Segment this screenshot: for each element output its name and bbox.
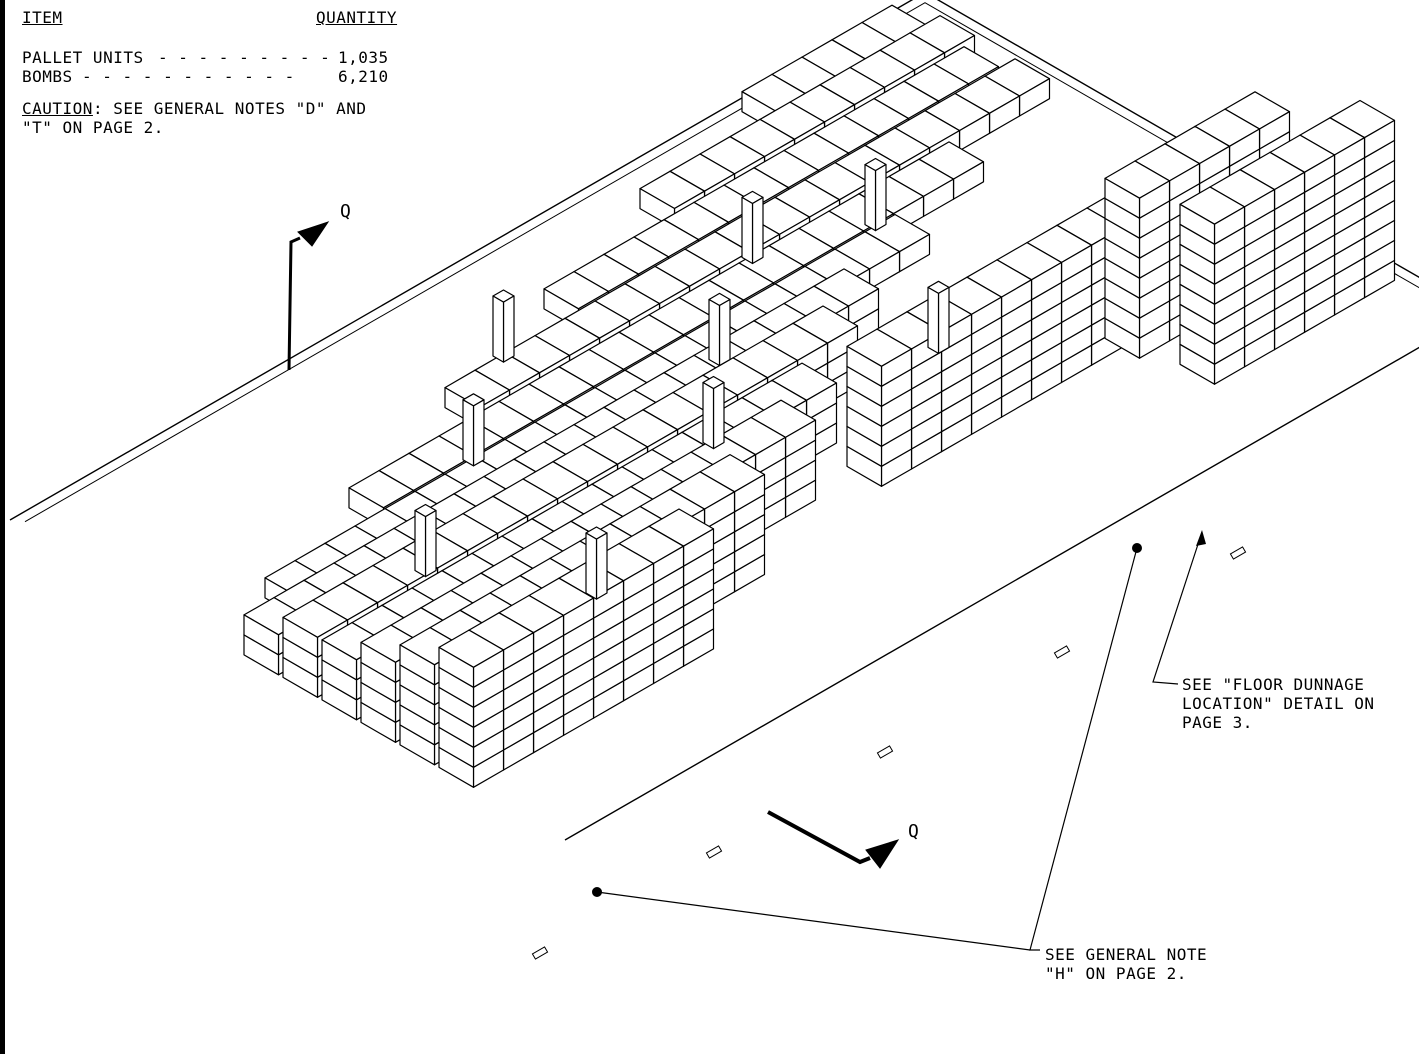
stanchion-front (751, 196, 764, 265)
pallet-unit-side (321, 639, 358, 681)
quantity-header: QUANTITY (316, 8, 398, 27)
stanchion-front (502, 295, 515, 363)
row-bombs-leader: - - - - - - - - - - - (82, 67, 295, 86)
row-bombs-item: BOMBS (22, 67, 73, 86)
stanchion (702, 375, 725, 450)
stanchion-front (595, 532, 608, 600)
row-pallet-units-quantity: 1,035 (338, 48, 389, 67)
caution-label: CAUTION (22, 99, 93, 118)
leader-floor-dunnage-arrow (1196, 530, 1206, 546)
stanchion-side (927, 286, 940, 354)
section-markers (287, 221, 900, 869)
caution-line1: : SEE GENERAL NOTES "D" AND (92, 99, 367, 118)
callout-general-note-h-line2: "H" ON PAGE 2. (1045, 964, 1187, 983)
stanchion-side (414, 509, 427, 578)
stanchion-front (874, 163, 887, 232)
section-marker-top-shaft (287, 236, 301, 371)
stanchion-front (937, 286, 950, 354)
stanchion-front (424, 509, 437, 578)
pallet-unit-side (438, 646, 475, 688)
item-header: ITEM (22, 8, 63, 27)
dunnage-mark (1229, 546, 1247, 560)
section-marker-top-label: Q (340, 201, 352, 222)
callout-general-note-h-line1: SEE GENERAL NOTE (1045, 945, 1208, 964)
sheet-border (0, 0, 5, 1054)
stanchion-front (712, 381, 725, 450)
callout-floor-dunnage-line1: SEE "FLOOR DUNNAGE (1182, 675, 1365, 694)
row-bombs-quantity: 6,210 (338, 67, 389, 86)
section-marker-bottom-label: Q (908, 821, 920, 842)
stanchion (708, 292, 731, 367)
callout-floor-dunnage-line3: PAGE 3. (1182, 713, 1253, 732)
dunnage-mark (705, 845, 723, 859)
leader-general-note-h-a (1029, 547, 1138, 951)
stanchion (585, 526, 608, 600)
leader-floor-dunnage (1152, 531, 1203, 685)
row-pallet-units-leader: - - - - - - - - - (158, 48, 331, 67)
stanchion-side (492, 295, 505, 363)
pallet-unit-side (282, 616, 319, 658)
stanchion-side (462, 399, 475, 467)
pallet-stacks (243, 4, 1396, 788)
stanchion-side (708, 298, 721, 367)
pallet-unit-side (360, 641, 397, 683)
stanchion-side (741, 196, 754, 265)
stanchion-front (472, 399, 485, 467)
caution-line2: "T" ON PAGE 2. (22, 118, 164, 137)
leader-lines (592, 530, 1206, 951)
stanchion (927, 280, 950, 354)
stanchion-side (702, 381, 715, 450)
dunnage-mark (531, 946, 549, 960)
pallet-unit-side (243, 614, 280, 656)
pallet-unit-side (1179, 203, 1216, 245)
pallet-unit-side (846, 345, 883, 387)
dunnage-mark (1053, 645, 1071, 659)
stanchion-side (864, 164, 877, 232)
caution-note: CAUTION: SEE GENERAL NOTES "D" AND (22, 99, 367, 119)
stanchion (492, 289, 515, 363)
row-pallet-units-item: PALLET UNITS (22, 48, 144, 67)
pallet-row (1179, 99, 1396, 385)
dunnage-mark (876, 745, 894, 759)
pallet-unit-side (399, 644, 436, 686)
pallet-unit-side (1104, 177, 1141, 219)
leader-general-note-h-b (596, 891, 1031, 951)
stanchion (741, 190, 764, 265)
callout-floor-dunnage-line2: LOCATION" DETAIL ON (1182, 694, 1375, 713)
section-marker-bottom-arrow (865, 839, 900, 869)
stanchion (462, 393, 485, 467)
stanchion-front (718, 298, 731, 367)
section-marker-top-arrow (297, 221, 330, 247)
stanchion (864, 157, 887, 232)
section-marker-bottom-shaft (767, 810, 871, 865)
stanchion (414, 503, 437, 578)
stanchion-side (585, 532, 598, 600)
